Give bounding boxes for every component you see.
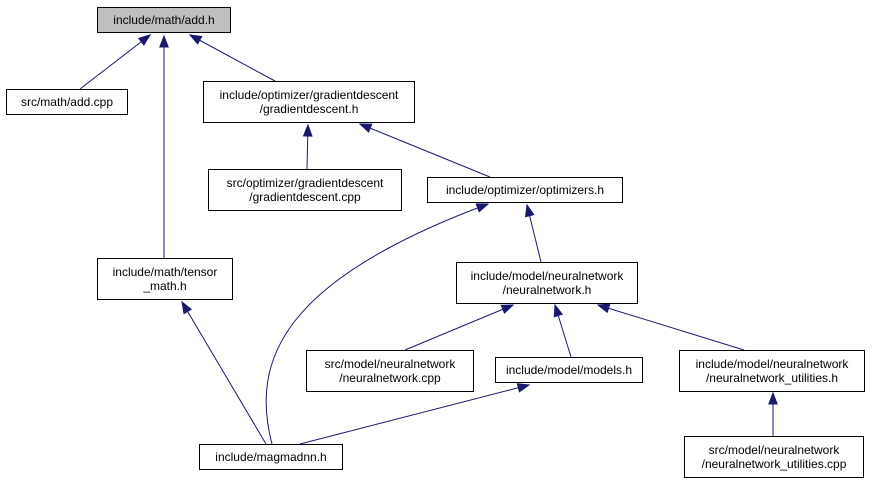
- arrowhead: [475, 203, 490, 213]
- node-label-line: /gradientdescent.cpp: [249, 190, 361, 204]
- arrowhead: [358, 123, 373, 133]
- arrowhead: [137, 34, 152, 46]
- node-add-cpp[interactable]: src/math/add.cpp: [6, 89, 128, 115]
- node-label-line: include/model/models.h: [505, 363, 633, 377]
- node-label-line: include/model/neuralnetwork: [470, 269, 624, 283]
- arrowhead: [524, 203, 535, 218]
- node-tensor-math-h[interactable]: include/math/tensor_math.h: [97, 258, 233, 300]
- edge-optimizers_h-includes-gd_h: [359, 123, 491, 178]
- node-magmadnn-h[interactable]: include/magmadnn.h: [199, 444, 343, 470]
- arrowhead: [302, 123, 313, 137]
- node-nn-cpp[interactable]: src/model/neuralnetwork/neuralnetwork.cp…: [306, 350, 474, 392]
- edge-add_cpp-includes-add_h: [79, 34, 151, 90]
- node-label: include/math/add.h: [113, 13, 214, 27]
- node-label: include/optimizer/gradientdescent/gradie…: [220, 88, 399, 116]
- arrowhead: [181, 300, 193, 315]
- node-label-line: include/model/neuralnetwork: [695, 357, 849, 371]
- edge-layer: [79, 34, 778, 445]
- node-label-line: include/magmadnn.h: [215, 450, 327, 464]
- arrowhead: [500, 304, 515, 314]
- node-label-line: /neuralnetwork_utilities.cpp: [701, 457, 847, 471]
- edge-magmadnn_h-includes-models_h: [299, 384, 530, 445]
- node-nn-h[interactable]: include/model/neuralnetwork/neuralnetwor…: [456, 262, 638, 304]
- node-label-line: /gradientdescent.h: [259, 102, 359, 116]
- node-label: include/optimizer/optimizers.h: [446, 183, 604, 197]
- arrowhead: [768, 391, 778, 405]
- edge-gd_h-includes-add_h: [189, 34, 276, 82]
- node-optimizers-h[interactable]: include/optimizer/optimizers.h: [427, 177, 623, 203]
- node-label-line: include/optimizer/optimizers.h: [445, 183, 605, 197]
- node-nnu-cpp[interactable]: src/model/neuralnetwork/neuralnetwork_ut…: [684, 436, 864, 478]
- arrowhead: [188, 34, 203, 45]
- node-label: src/math/add.cpp: [21, 95, 113, 109]
- edge-magmadnn_h-includes-optimizers_h: [265, 203, 489, 445]
- node-label-line: /neuralnetwork_utilities.h: [705, 371, 839, 385]
- arrowhead: [159, 34, 169, 48]
- node-label-line: src/math/add.cpp: [20, 95, 114, 109]
- node-label-line: src/model/neuralnetwork: [708, 443, 840, 457]
- edge-magmadnn_h-includes-tensor_math_h: [181, 301, 267, 445]
- arrowhead: [596, 303, 611, 314]
- node-add-h: include/math/add.h: [97, 7, 231, 33]
- node-label: src/model/neuralnetwork/neuralnetwork_ut…: [702, 443, 847, 471]
- node-label: include/math/tensor_math.h: [113, 265, 218, 293]
- node-label-line: include/optimizer/gradientdescent: [219, 88, 399, 102]
- node-label-line: src/model/neuralnetwork: [324, 357, 456, 371]
- node-label-line: /neuralnetwork.cpp: [339, 371, 441, 385]
- node-label: src/optimizer/gradientdescent/gradientde…: [227, 176, 384, 204]
- node-label-line: src/optimizer/gradientdescent: [226, 176, 384, 190]
- edge-nn_cpp-includes-nn_h: [404, 304, 514, 351]
- edge-nnu_h-includes-nn_h: [597, 304, 745, 351]
- node-gd-cpp[interactable]: src/optimizer/gradientdescent/gradientde…: [208, 169, 402, 211]
- node-label-line: _math.h: [143, 279, 187, 293]
- node-label: include/magmadnn.h: [215, 450, 326, 464]
- node-label: src/model/neuralnetwork/neuralnetwork.cp…: [325, 357, 456, 385]
- node-models-h[interactable]: include/model/models.h: [495, 357, 643, 383]
- node-label-line: /neuralnetwork.h: [502, 283, 592, 297]
- node-label: include/model/neuralnetwork/neuralnetwor…: [471, 269, 624, 297]
- arrowhead: [553, 303, 564, 318]
- node-label: include/model/neuralnetwork/neuralnetwor…: [696, 357, 849, 385]
- node-label-line: include/math/add.h: [113, 13, 215, 27]
- node-label-line: include/math/tensor: [112, 265, 218, 279]
- node-gd-h[interactable]: include/optimizer/gradientdescent/gradie…: [203, 81, 415, 123]
- node-nnu-h[interactable]: include/model/neuralnetwork/neuralnetwor…: [679, 350, 865, 392]
- arrowhead: [516, 383, 531, 393]
- node-label: include/model/models.h: [506, 363, 632, 377]
